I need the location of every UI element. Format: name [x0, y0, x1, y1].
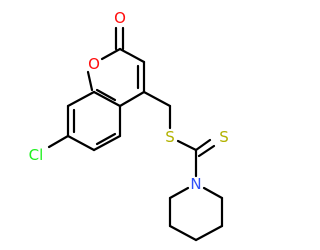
bond-cs-s-thione-a — [194, 138, 212, 152]
bond-o1-c8a — [86, 70, 94, 92]
bond-cc-ce — [168, 224, 198, 242]
chemical-structure-diagram: O O Cl S S N — [29, 9, 229, 242]
bond-c6-c5-inner — [95, 132, 117, 146]
bond-n-ca — [168, 186, 190, 200]
bond-s-cs — [176, 139, 198, 152]
atom-labels: O O Cl S S N — [29, 9, 229, 193]
bond-cs-s-thione-b — [197, 144, 216, 158]
bond-c4-ch2 — [142, 90, 172, 108]
bond-c7-c6 — [66, 134, 96, 152]
atom-n-piperidine: N — [190, 175, 201, 193]
atom-s-thione: S — [219, 128, 229, 146]
atom-s-thioether: S — [165, 128, 175, 146]
bonds — [47, 26, 224, 242]
bond-c4a-c8a-inner — [95, 88, 117, 102]
atom-o-carbonyl: O — [114, 9, 126, 27]
bond-c8a-c8 — [66, 90, 96, 108]
atom-o-ring: O — [88, 55, 100, 73]
bond-c7-cl — [47, 134, 70, 149]
bond-c4-c4a — [118, 90, 146, 108]
bond-c6-c5 — [92, 134, 122, 152]
bond-c2-c3 — [118, 47, 146, 64]
bond-cd-ce — [194, 224, 224, 242]
bond-c2-o1 — [100, 47, 122, 61]
atom-cl: Cl — [29, 146, 44, 164]
bond-c4a-c8a — [92, 90, 122, 108]
bond-n-cb — [202, 186, 224, 200]
